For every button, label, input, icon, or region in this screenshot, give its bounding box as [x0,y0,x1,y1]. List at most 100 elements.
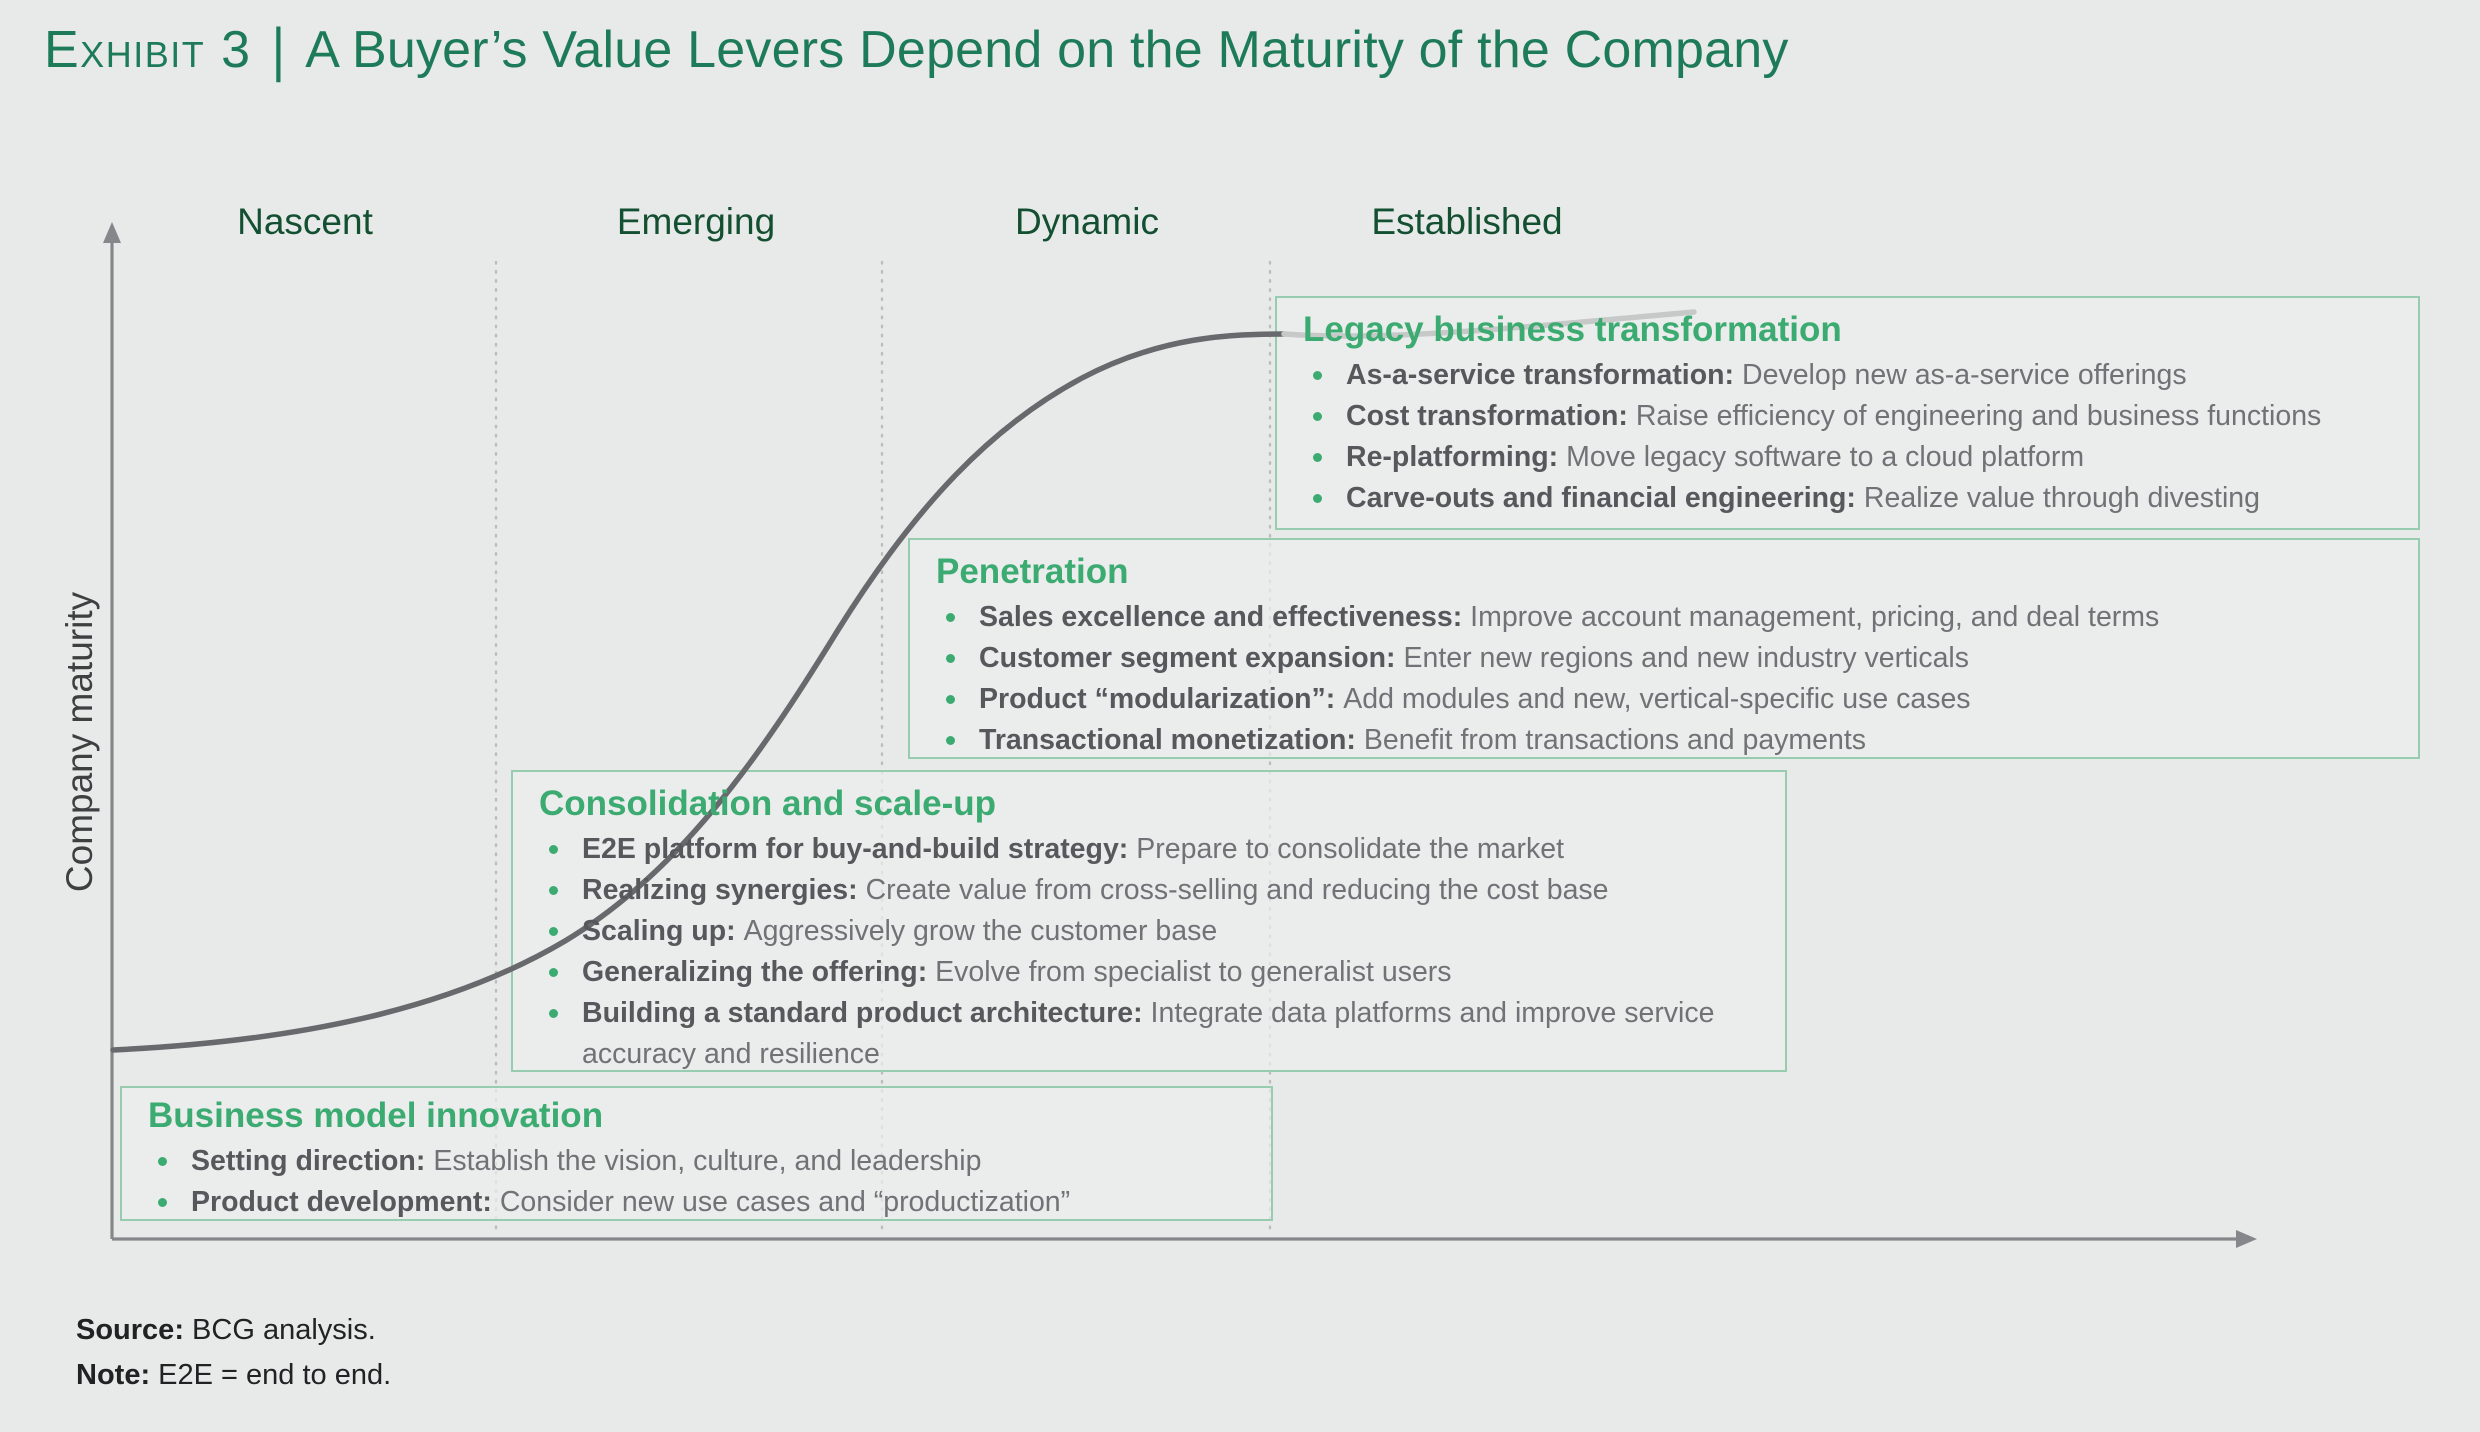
bullet-lead: Generalizing the offering: [582,956,928,988]
bullet-rest: Improve account management, pricing, and… [1470,601,2160,633]
bullet-item: Product development:Consider new use cas… [148,1182,1253,1223]
bullet-item: E2E platform for buy-and-build strategy:… [539,829,1767,870]
bullet-lead: Product “modularization”: [979,683,1336,715]
bullet-rest: Create value from cross-selling and redu… [865,874,1609,906]
bullet-text: Carve-outs and financial engineering:Rea… [1346,478,2260,519]
bullet-text: Product development:Consider new use cas… [191,1182,1070,1223]
stage-label-established: Established [1371,201,1563,242]
bullet-lead: Sales excellence and effectiveness: [979,601,1463,633]
bullet-text: Generalizing the offering:Evolve from sp… [582,952,1452,993]
bullet-dot-icon [1313,371,1322,380]
bullet-lead: Carve-outs and financial engineering: [1346,482,1856,514]
bullet-rest: Evolve from specialist to generalist use… [935,956,1452,988]
bullet-item: Generalizing the offering:Evolve from sp… [539,952,1767,993]
bullet-dot-icon [946,654,955,663]
bullet-rest: Realize value through divesting [1863,482,2260,514]
bullet-dot-icon [158,1198,167,1207]
box-consolidation-and-scale-up: Consolidation and scale-up E2E platform … [511,770,1787,1072]
bullet-item: Scaling up:Aggressively grow the custome… [539,911,1767,952]
bullet-item: Re-platforming:Move legacy software to a… [1303,437,2400,478]
box-title: Business model innovation [148,1096,604,1135]
bullet-rest: Benefit from transactions and payments [1363,724,1867,756]
bullet-dot-icon [549,1009,558,1018]
bullet-text: E2E platform for buy-and-build strategy:… [582,829,1564,870]
bullet-dot-icon [946,695,955,704]
source-text: BCG analysis. [192,1314,376,1346]
bullet-text: Sales excellence and effectiveness:Impro… [979,597,2159,638]
bullet-lead: Customer segment expansion: [979,642,1396,674]
bullet-text: Building a standard product architecture… [582,993,1767,1075]
bullet-item: Building a standard product architecture… [539,993,1767,1075]
bullet-rest: Aggressively grow the customer base [743,915,1218,947]
bullet-item: Realizing synergies:Create value from cr… [539,870,1767,911]
bullet-lead: E2E platform for buy-and-build strategy: [582,833,1129,865]
bullet-dot-icon [946,613,955,622]
bullet-dot-icon [549,886,558,895]
title-separator: | [271,16,286,84]
bullet-text: Cost transformation:Raise efficiency of … [1346,396,2321,437]
stage-label-emerging: Emerging [616,201,776,242]
bullet-item: Customer segment expansion:Enter new reg… [936,638,2400,679]
bullet-lead: Setting direction: [191,1145,426,1177]
bullet-dot-icon [549,845,558,854]
note-label: Note: [76,1359,151,1391]
bullet-dot-icon [946,736,955,745]
bullet-rest: Establish the vision, culture, and leade… [433,1145,982,1177]
title-text: A Buyer’s Value Levers Depend on the Mat… [305,21,1789,79]
bullet-text: Re-platforming:Move legacy software to a… [1346,437,2084,478]
bullet-dot-icon [1313,412,1322,421]
bullet-rest: Raise efficiency of engineering and busi… [1635,400,2322,432]
box-title: Legacy business transformation [1303,310,1842,349]
bullet-lead: Scaling up: [582,915,736,947]
bullet-item: Setting direction:Establish the vision, … [148,1141,1253,1182]
bullet-item: Sales excellence and effectiveness:Impro… [936,597,2400,638]
bullet-rest: Prepare to consolidate the market [1136,833,1565,865]
bullet-dot-icon [158,1157,167,1166]
bullet-rest: Consider new use cases and “productizati… [499,1186,1071,1218]
bullet-text: As-a-service transformation:Develop new … [1346,355,2187,396]
bullet-lead: As-a-service transformation: [1346,359,1735,391]
source-line: Source: BCG analysis. [76,1308,391,1353]
footer: Source: BCG analysis. Note: E2E = end to… [76,1308,391,1398]
exhibit-number-label: Exhibit 3 [44,21,252,79]
bullet-item: As-a-service transformation:Develop new … [1303,355,2400,396]
bullet-text: Product “modularization”:Add modules and… [979,679,1971,720]
bullet-lead: Realizing synergies: [582,874,858,906]
stage-label-dynamic: Dynamic [1015,201,1159,242]
bullet-item: Cost transformation:Raise efficiency of … [1303,396,2400,437]
x-axis-arrow-icon [2236,1230,2257,1248]
bullet-lead: Product development: [191,1186,492,1218]
box-penetration: Penetration Sales excellence and effecti… [908,538,2420,759]
box-business-model-innovation: Business model innovation Setting direct… [120,1086,1273,1221]
bullet-text: Realizing synergies:Create value from cr… [582,870,1609,911]
box-title: Consolidation and scale-up [539,784,996,823]
bullet-text: Setting direction:Establish the vision, … [191,1141,981,1182]
bullet-text: Customer segment expansion:Enter new reg… [979,638,1969,679]
bullet-dot-icon [549,968,558,977]
box-title: Penetration [936,552,1129,591]
bullet-lead: Building a standard product architecture… [582,997,1143,1029]
page-title: Exhibit 3 | A Buyer’s Value Levers Depend … [44,17,1789,84]
y-axis-label: Company maturity [59,591,100,893]
bullet-dot-icon [549,927,558,936]
note-line: Note: E2E = end to end. [76,1353,391,1398]
bullet-text: Transactional monetization:Benefit from … [979,720,1866,761]
bullet-item: Product “modularization”:Add modules and… [936,679,2400,720]
bullet-rest: Add modules and new, vertical-specific u… [1343,683,1971,715]
bullet-lead: Re-platforming: [1346,441,1559,473]
bullet-lead: Transactional monetization: [979,724,1356,756]
bullet-dot-icon [1313,453,1322,462]
bullet-rest: Enter new regions and new industry verti… [1403,642,1970,674]
source-label: Source: [76,1314,184,1346]
bullet-dot-icon [1313,494,1322,503]
y-axis-arrow-icon [103,222,121,243]
bullet-item: Transactional monetization:Benefit from … [936,720,2400,761]
note-text: E2E = end to end. [158,1359,392,1391]
bullet-rest: Develop new as-a-service offerings [1742,359,2187,391]
stage-label-nascent: Nascent [237,201,373,242]
bullet-item: Carve-outs and financial engineering:Rea… [1303,478,2400,519]
bullet-lead: Cost transformation: [1346,400,1628,432]
bullet-text: Scaling up:Aggressively grow the custome… [582,911,1217,952]
box-legacy-business-transformation: Legacy business transformation As-a-serv… [1275,296,2420,530]
